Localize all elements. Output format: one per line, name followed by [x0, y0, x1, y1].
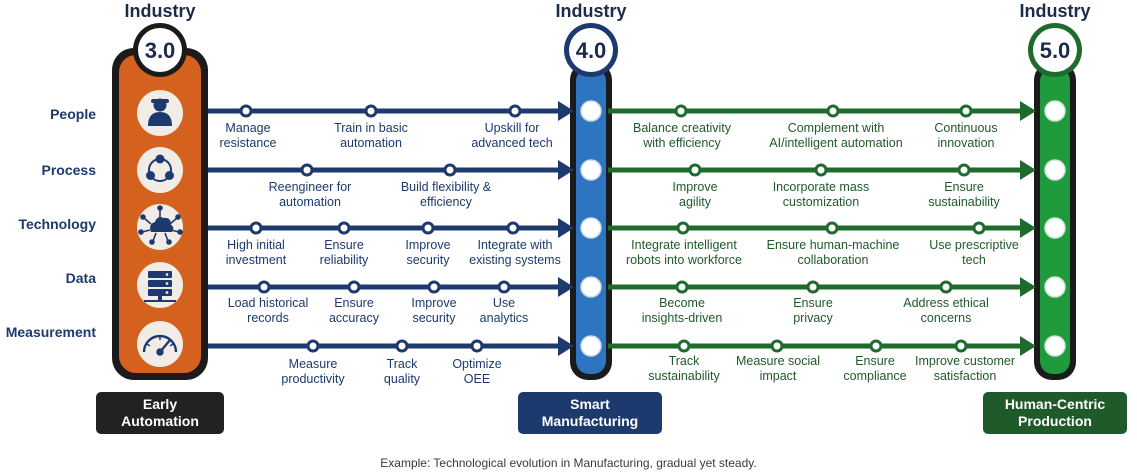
step-measurement-green-3: Ensure compliance [843, 354, 907, 383]
gauge-icon [142, 334, 178, 356]
step-people-blue-3: Upskill for advanced tech [471, 121, 553, 150]
step-process-blue-1: Reengineer for automation [268, 180, 352, 209]
row-label-measurement: Measurement [5, 324, 96, 340]
step-people-green-1: Balance creativity with efficiency [633, 121, 731, 150]
row-label-data: Data [65, 270, 96, 286]
version-circle-3 [133, 23, 187, 77]
industry-5-nodes [1044, 100, 1066, 357]
industry-5-label: Industry [1019, 1, 1091, 21]
stage-badge-smart-manufacturing: Smart Manufacturing [518, 392, 662, 434]
step-data-blue-2: Ensure accuracy [328, 296, 380, 325]
step-technology-blue-3: Improve security [405, 238, 451, 267]
row-label-process: Process [41, 162, 96, 178]
step-data-green-3: Address ethical concerns [903, 296, 989, 325]
step-technology-blue-4: Integrate with existing systems [469, 238, 561, 267]
step-technology-blue-1: High initial investment [225, 238, 287, 267]
industry-3-label: Industry [124, 1, 196, 21]
step-data-blue-1: Load historical records [227, 296, 309, 325]
industry-4-label: Industry [555, 1, 627, 21]
step-people-green-2: Complement with AI/intelligent automatio… [769, 121, 903, 150]
step-process-blue-2: Build flexibility & efficiency [400, 180, 492, 209]
step-technology-green-2: Ensure human-machine collaboration [766, 238, 900, 267]
step-technology-green-1: Integrate intelligent robots into workfo… [625, 238, 743, 267]
person-icon [148, 98, 172, 126]
step-measurement-green-4: Improve customer satisfaction [914, 354, 1016, 383]
step-data-blue-3: Improve security [411, 296, 457, 325]
version-4: 4.0 [575, 38, 607, 63]
step-process-green-2: Incorporate mass customization [772, 180, 870, 209]
cloud-network-icon [138, 205, 183, 245]
industry-4-nodes [580, 100, 602, 357]
step-people-blue-1: Manage resistance [219, 121, 277, 150]
step-measurement-green-1: Track sustainability [648, 354, 720, 383]
step-technology-blue-2: Ensure reliability [319, 238, 369, 267]
step-data-green-2: Ensure privacy [793, 296, 833, 325]
figure-caption: Example: Technological evolution in Manu… [380, 456, 757, 470]
step-process-green-3: Ensure sustainability [928, 180, 1000, 209]
step-measurement-green-2: Measure social impact [735, 354, 821, 383]
step-measurement-blue-1: Measure productivity [281, 357, 345, 386]
cycle-icon [146, 154, 174, 182]
step-data-blue-4: Use analytics [479, 296, 529, 325]
row-label-technology: Technology [18, 216, 96, 232]
stage-badge-human-centric: Human-Centric Production [983, 392, 1127, 434]
step-people-green-3: Continuous innovation [934, 121, 998, 150]
version-3: 3.0 [144, 38, 176, 63]
step-technology-green-3: Use prescriptive tech [929, 238, 1019, 267]
stage-badge-early-automation: Early Automation [96, 392, 224, 434]
step-measurement-blue-3: Optimize OEE [452, 357, 502, 386]
version-circle-5 [1028, 23, 1082, 77]
step-process-green-1: Improve agility [672, 180, 718, 209]
blue-step-dots [239, 104, 522, 353]
step-measurement-blue-2: Track quality [383, 357, 421, 386]
step-data-green-1: Become insights-driven [641, 296, 723, 325]
server-icon [144, 271, 176, 302]
row-label-people: People [50, 106, 96, 122]
version-circle-4 [564, 23, 618, 77]
step-people-blue-2: Train in basic automation [334, 121, 408, 150]
green-step-dots [674, 104, 986, 353]
version-5: 5.0 [1039, 38, 1071, 63]
